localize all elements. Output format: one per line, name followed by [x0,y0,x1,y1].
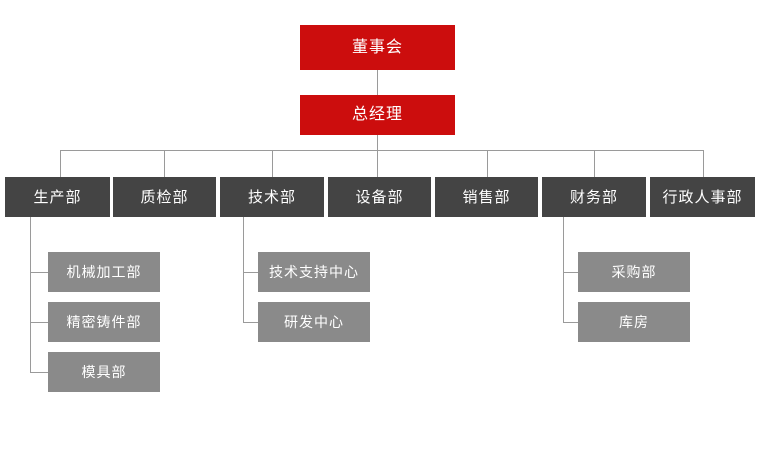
node-label: 质检部 [140,188,189,206]
org-node-sales[interactable]: 销售部 [435,177,538,217]
node-label: 总经理 [351,106,403,123]
node-label: 模具部 [81,364,127,380]
node-label: 库房 [619,314,649,330]
connector-stub-rnd-center [243,322,258,323]
node-label: 财务部 [569,188,618,206]
node-label: 技术支持中心 [269,264,359,280]
node-label: 董事会 [351,38,403,56]
org-node-technology[interactable]: 技术部 [220,177,324,217]
connector-spine-technology [243,217,244,322]
node-label: 精密铸件部 [66,314,142,330]
org-node-machining[interactable]: 机械加工部 [48,252,160,292]
connector-drop-finance [594,150,595,177]
org-node-mold[interactable]: 模具部 [48,352,160,392]
connector-stub-tech-support [243,272,258,273]
org-node-purchasing[interactable]: 采购部 [578,252,690,292]
connector-board-to-general-manager [377,70,378,95]
org-node-precision_cast[interactable]: 精密铸件部 [48,302,160,342]
connector-drop-sales [487,150,488,177]
connector-spine-production [30,217,31,372]
node-label: 销售部 [462,188,511,206]
org-node-equipment[interactable]: 设备部 [328,177,431,217]
connector-stub-mold [30,372,48,373]
node-label: 生产部 [33,188,82,206]
org-node-rnd_center[interactable]: 研发中心 [258,302,370,342]
node-label: 研发中心 [284,314,344,330]
org-node-admin_hr[interactable]: 行政人事部 [650,177,755,217]
org-node-finance[interactable]: 财务部 [542,177,646,217]
node-label: 机械加工部 [66,264,142,280]
org-node-board[interactable]: 董事会 [300,25,455,70]
connector-stub-machining [30,272,48,273]
org-node-tech_support[interactable]: 技术支持中心 [258,252,370,292]
connector-stub-purchasing [563,272,578,273]
node-label: 技术部 [247,188,296,206]
connector-drop-equipment [377,150,378,177]
node-label: 行政人事部 [662,188,743,206]
connector-spine-finance [563,217,564,322]
connector-stub-precision-cast [30,322,48,323]
org-node-general_manager[interactable]: 总经理 [300,95,455,135]
org-node-quality[interactable]: 质检部 [113,177,216,217]
connector-drop-production [60,150,61,177]
org-node-warehouse[interactable]: 库房 [578,302,690,342]
node-label: 设备部 [355,188,404,206]
connector-stub-warehouse [563,322,578,323]
node-label: 采购部 [611,264,657,280]
org-node-production[interactable]: 生产部 [5,177,110,217]
connector-department-bus [60,150,703,151]
connector-drop-technology [272,150,273,177]
connector-drop-quality [164,150,165,177]
connector-drop-admin-hr [703,150,704,177]
